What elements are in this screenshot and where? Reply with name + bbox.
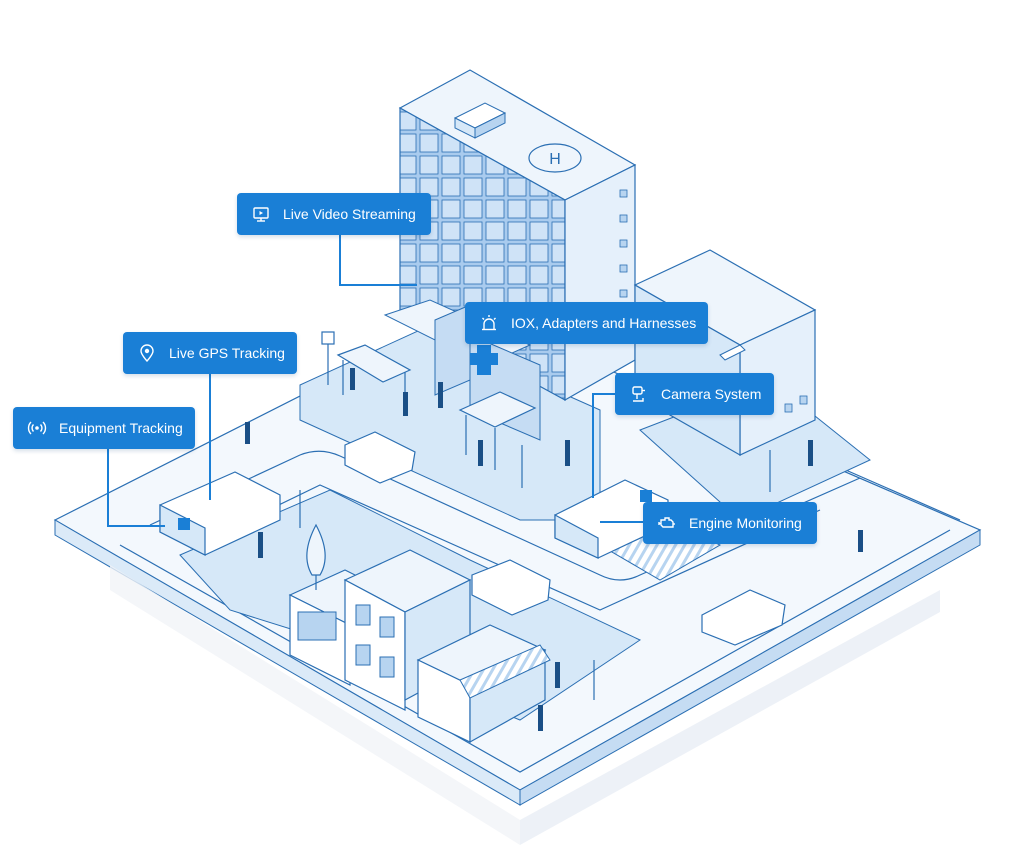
engine-icon xyxy=(657,513,677,533)
lower-buildings xyxy=(288,549,551,744)
entrance-canopy xyxy=(458,391,537,470)
leader-gps xyxy=(209,373,211,500)
map-pin-icon xyxy=(137,343,157,363)
callout-live-gps-tracking[interactable]: Live GPS Tracking xyxy=(123,332,297,374)
callout-label: Live Video Streaming xyxy=(283,206,416,222)
leader-camera-horizontal xyxy=(592,393,616,395)
callout-label: Camera System xyxy=(661,386,762,402)
svg-text:H: H xyxy=(549,151,561,168)
leader-equipment-vertical xyxy=(107,449,109,527)
base-platform xyxy=(53,309,982,845)
callout-engine-monitoring[interactable]: Engine Monitoring xyxy=(643,502,817,544)
callout-label: Engine Monitoring xyxy=(689,515,802,531)
street-furniture xyxy=(299,445,771,700)
leader-camera-vertical xyxy=(592,394,594,498)
leader-engine xyxy=(600,521,646,523)
callout-label: Equipment Tracking xyxy=(59,420,183,436)
callout-iox-adapters-harnesses[interactable]: IOX, Adapters and Harnesses xyxy=(465,302,708,344)
camera-icon xyxy=(629,384,649,404)
pedestrians xyxy=(245,368,863,731)
vehicles xyxy=(159,431,786,646)
callout-label: IOX, Adapters and Harnesses xyxy=(511,315,697,331)
signal-broadcast-icon xyxy=(27,418,47,438)
callout-live-video-streaming[interactable]: Live Video Streaming xyxy=(237,193,431,235)
leader-video-horizontal xyxy=(339,284,417,286)
leader-equipment-horizontal xyxy=(107,525,165,527)
bus-shelter xyxy=(321,331,412,405)
callout-label: Live GPS Tracking xyxy=(169,345,285,361)
alarm-beacon-icon xyxy=(479,313,499,333)
callout-equipment-tracking[interactable]: Equipment Tracking xyxy=(13,407,195,449)
video-monitor-icon xyxy=(251,204,271,224)
callout-camera-system[interactable]: Camera System xyxy=(615,373,774,415)
leader-video-vertical xyxy=(339,234,341,286)
